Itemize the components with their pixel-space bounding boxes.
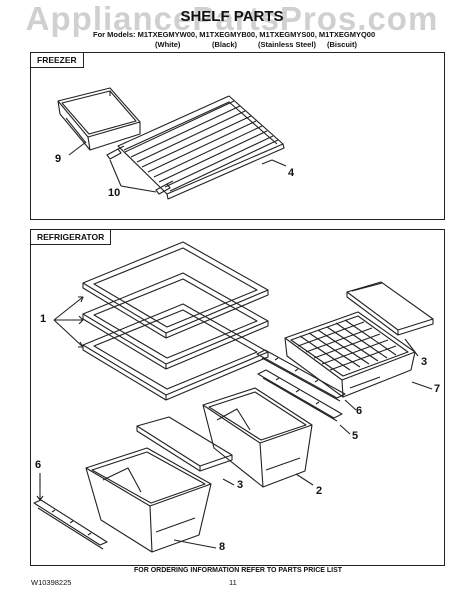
variant-stainless: (Stainless Steel) <box>258 40 316 49</box>
leader-9 <box>68 141 87 156</box>
drawer-slide-upper <box>256 349 346 402</box>
leader-3a <box>404 338 419 357</box>
page-title: SHELF PARTS <box>180 8 284 25</box>
crisper-cover-lower <box>136 416 233 472</box>
leader-6b-arrow <box>36 495 44 501</box>
callout-3-lower: 3 <box>237 479 244 491</box>
large-crisper-drawer <box>85 447 212 553</box>
leader-3b <box>222 478 235 486</box>
leader-10a <box>109 159 122 187</box>
freezer-shelf-support-upper <box>106 145 125 160</box>
models-line: For Models: M1TXEGMYW00, M1TXEGMYB00, M1… <box>93 30 376 39</box>
deli-drawer <box>202 387 313 488</box>
variant-biscuit: (Biscuit) <box>327 40 357 49</box>
leader-8 <box>173 539 217 549</box>
callout-8: 8 <box>219 541 226 553</box>
crisper-cover-upper <box>346 281 434 336</box>
glass-shelf-top <box>82 241 269 339</box>
refrigerator-section-frame <box>30 229 445 566</box>
freezer-section-frame <box>30 52 445 220</box>
freezer-shelf-support-lower <box>155 180 174 195</box>
refrigerator-section-label: REFRIGERATOR <box>30 229 112 245</box>
leader-7 <box>411 381 433 390</box>
document-number: W10398225 <box>31 578 72 587</box>
watermark: AppliancePartsPros.com <box>25 0 439 37</box>
callout-2: 2 <box>316 485 323 497</box>
drawer-slide-lower <box>257 369 343 422</box>
callout-10: 10 <box>108 187 121 199</box>
callout-4: 4 <box>288 167 295 179</box>
callout-6-upper: 6 <box>356 405 363 417</box>
leader-10b <box>120 185 157 193</box>
page-number: 11 <box>229 578 237 587</box>
leader-5 <box>339 424 351 435</box>
leader-4 <box>261 159 287 167</box>
freezer-section-label: FREEZER <box>30 52 84 68</box>
callout-5: 5 <box>352 430 359 442</box>
leader-1 <box>53 296 84 348</box>
leader-6a <box>344 399 357 411</box>
freezer-wire-shelf <box>117 95 285 200</box>
leader-2 <box>295 473 314 486</box>
drawer-slide-side <box>33 499 108 550</box>
callout-6-lower: 6 <box>35 459 42 471</box>
ordering-note: FOR ORDERING INFORMATION REFER TO PARTS … <box>134 567 343 574</box>
glass-shelf-bottom <box>82 303 269 401</box>
variant-white: (White) <box>155 40 181 49</box>
glass-shelf-middle <box>82 272 269 370</box>
callout-9: 9 <box>55 153 62 165</box>
callout-3-upper: 3 <box>421 356 428 368</box>
callout-7: 7 <box>434 383 441 395</box>
callout-1: 1 <box>40 313 47 325</box>
freezer-basket <box>57 87 141 151</box>
crisper-drawer-grid <box>284 311 416 398</box>
variant-black: (Black) <box>212 40 238 49</box>
